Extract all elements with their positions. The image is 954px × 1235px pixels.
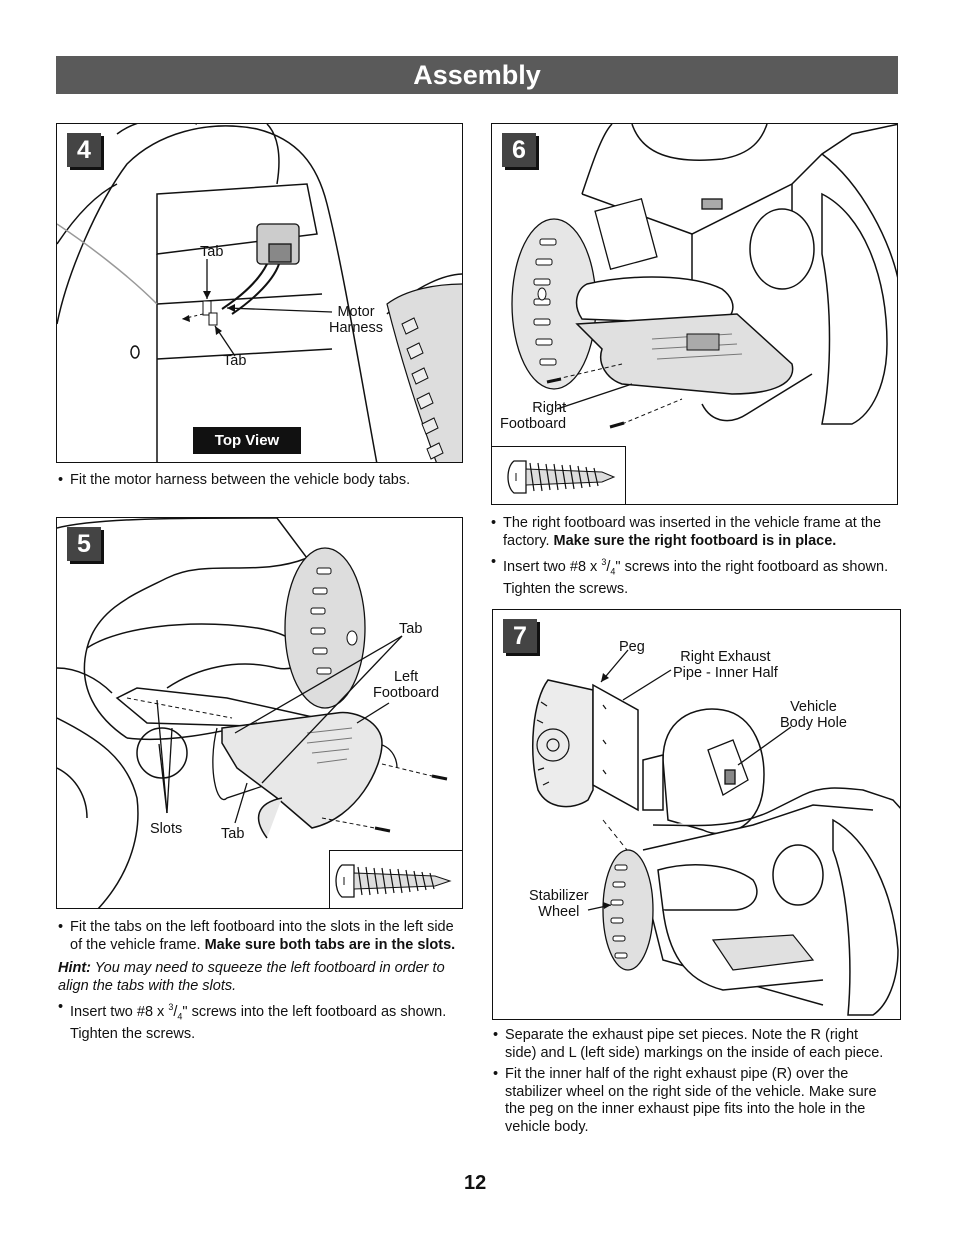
- step-4-instructions: Fit the motor harness between the vehicl…: [58, 472, 468, 494]
- step-6-number: 6: [502, 133, 536, 167]
- step-4-number: 4: [67, 133, 101, 167]
- step-6-label-right-footboard: Right Footboard: [500, 400, 567, 432]
- step-7-label-body-hole: Vehicle Body Hole: [780, 699, 847, 731]
- step-5-bullet-1: Fit the tabs on the left footboard into …: [58, 919, 463, 954]
- step-6-screw-inset: [492, 446, 626, 504]
- step-5-label-left-footboard: Left Footboard: [373, 669, 440, 701]
- step-6-illustration: [511, 124, 897, 429]
- step-6-panel: Right Footboard: [491, 123, 898, 505]
- page-number: 12: [464, 1172, 487, 1194]
- step-7-label-stabilizer: Stabilizer Wheel: [529, 888, 589, 920]
- step-7-number: 7: [503, 619, 537, 653]
- step-5-label-tab-bottom: Tab: [221, 826, 245, 842]
- step-7-panel: Peg Right Exhaust Pipe - Inner Half Vehi…: [492, 609, 901, 1020]
- step-6-bullet-1: The right footboard was inserted in the …: [491, 515, 896, 550]
- step-7-bullet-2: Fit the inner half of the right exhaust …: [493, 1066, 885, 1136]
- step-5-instructions: Fit the tabs on the left footboard into …: [58, 919, 463, 1048]
- step-4-bullet: Fit the motor harness between the vehicl…: [58, 472, 468, 490]
- page-title: Assembly: [56, 56, 898, 94]
- step-7-illustration: [532, 649, 900, 1016]
- step-6-instructions: The right footboard was inserted in the …: [491, 515, 896, 603]
- top-view-badge: Top View: [193, 427, 301, 454]
- step-5-bullet-2: Insert two #8 x 3/4" screws into the lef…: [58, 999, 463, 1044]
- step-4-label-tab-top: Tab: [200, 244, 224, 260]
- step-5-screw-inset: [329, 850, 462, 908]
- step-4-panel: Tab Tab Motor Harness Top View: [56, 123, 463, 463]
- screw-icon: [507, 460, 616, 494]
- step-4-illustration: [57, 124, 462, 462]
- step-5-label-tab-top: Tab: [399, 621, 423, 637]
- step-4-label-motor-harness: Motor Harness: [329, 304, 383, 336]
- step-5-label-slots: Slots: [150, 821, 183, 837]
- step-5-number: 5: [67, 527, 101, 561]
- step-6-bullet-2: Insert two #8 x 3/4" screws into the rig…: [491, 554, 896, 599]
- step-4-label-tab-bottom: Tab: [223, 353, 247, 369]
- step-7-bullet-1: Separate the exhaust pipe set pieces. No…: [493, 1027, 885, 1062]
- step-7-instructions: Separate the exhaust pipe set pieces. No…: [493, 1027, 885, 1140]
- step-7-label-peg: Peg: [619, 639, 645, 655]
- step-7-label-exhaust: Right Exhaust Pipe - Inner Half: [673, 649, 778, 681]
- screw-icon: [335, 864, 452, 898]
- step-5-hint: Hint: You may need to squeeze the left f…: [58, 960, 445, 994]
- step-5-panel: Tab Left Footboard Slots Tab: [56, 517, 463, 909]
- step-5-illustration: [57, 518, 448, 908]
